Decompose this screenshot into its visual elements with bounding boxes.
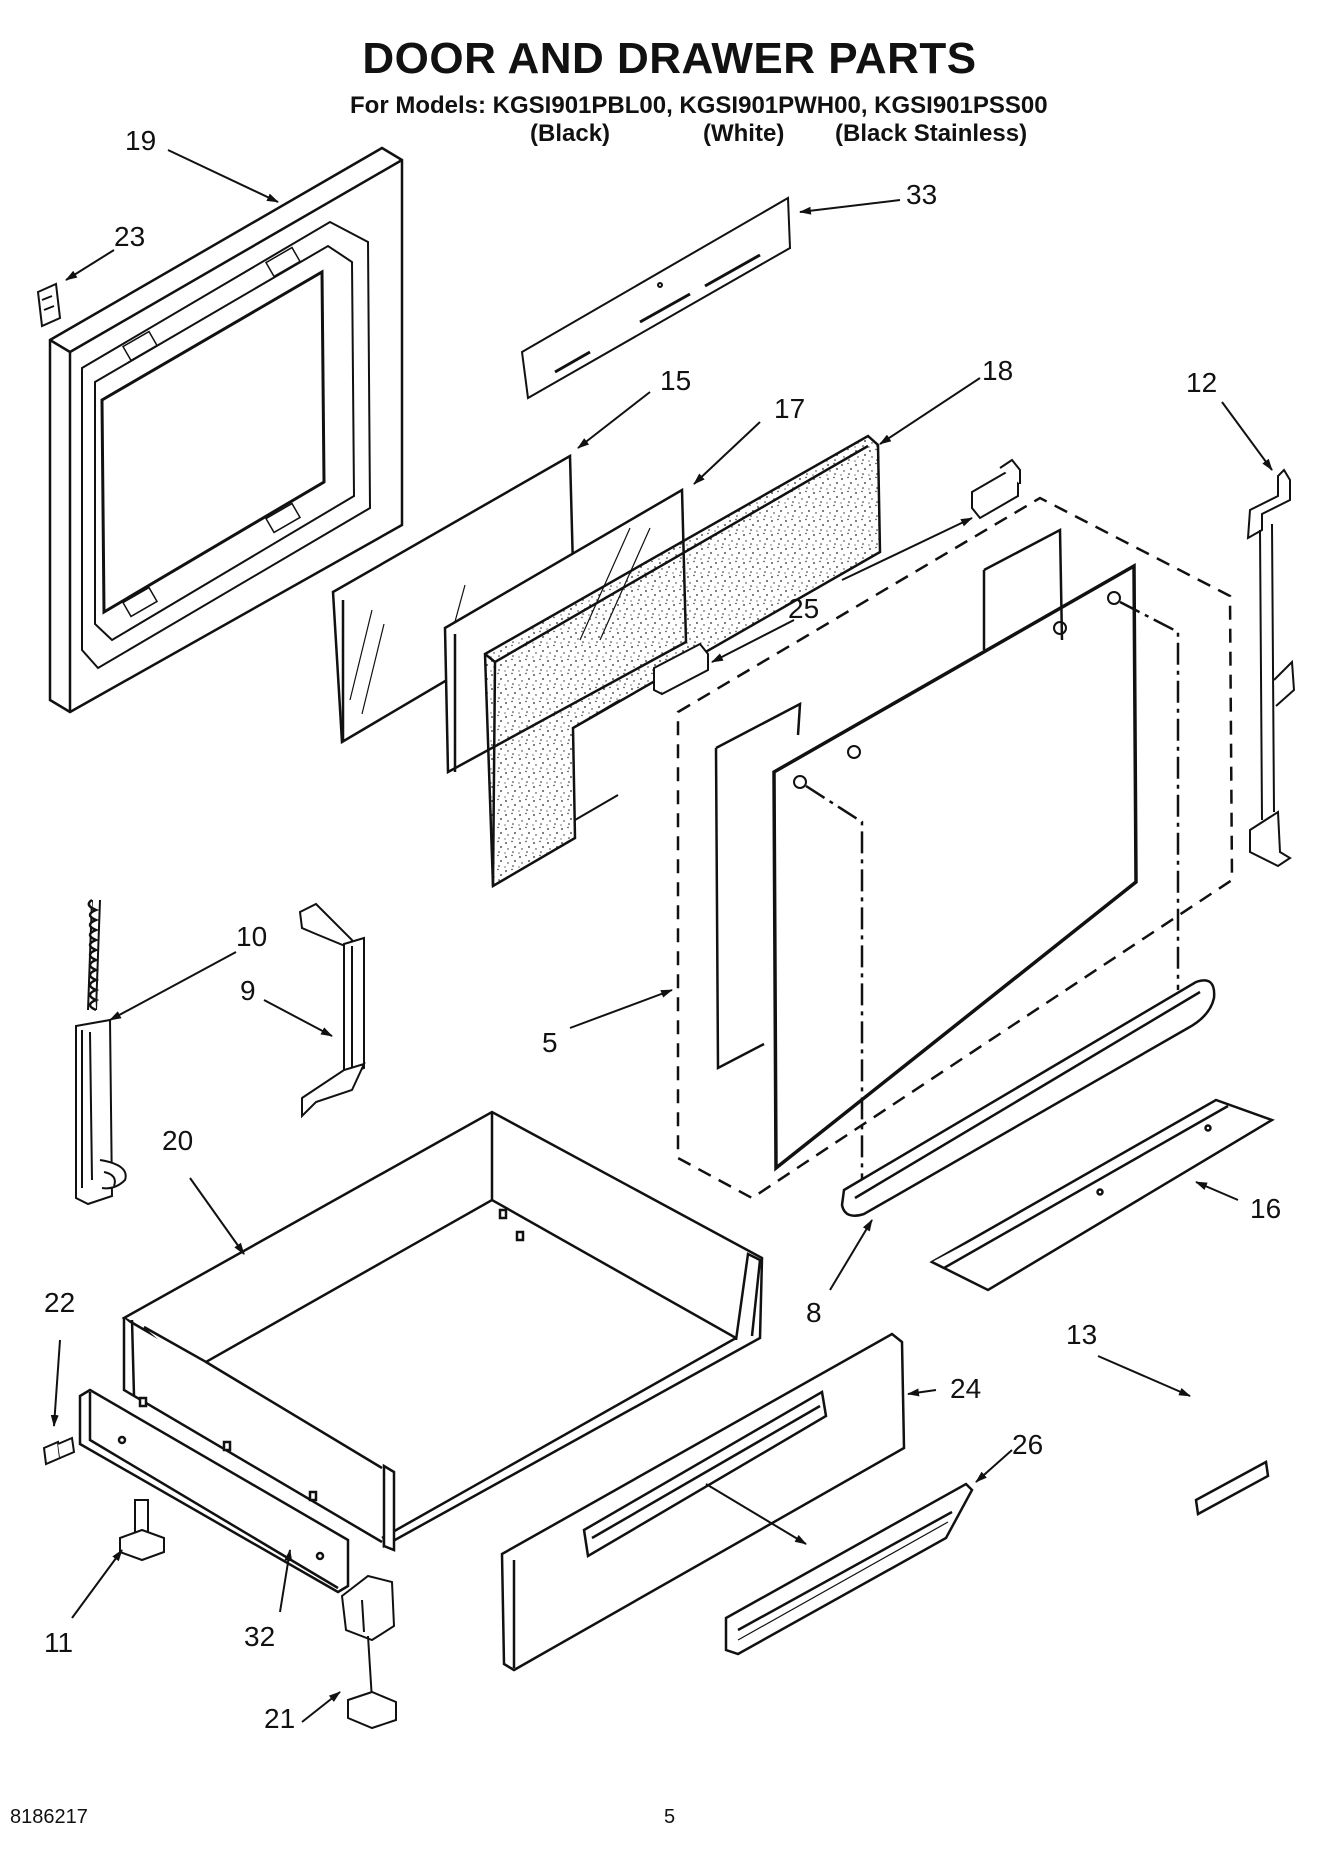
part-8-door-trim xyxy=(840,979,1216,1217)
callout-5: 5 xyxy=(542,1027,558,1058)
callout-9: 9 xyxy=(240,975,256,1006)
callout-32: 32 xyxy=(244,1621,275,1652)
door-inner-panel xyxy=(714,527,1180,1186)
callout-20: 20 xyxy=(162,1125,193,1156)
part-21-leveling-leg-bracket xyxy=(340,1574,397,1730)
part-33-vent-panel xyxy=(520,196,792,400)
part-13-strip xyxy=(1194,1460,1270,1516)
callout-15: 15 xyxy=(660,365,691,396)
callout-11: 11 xyxy=(44,1627,73,1658)
document-number: 8186217 xyxy=(10,1806,88,1828)
part-26-drawer-handle xyxy=(724,1482,974,1656)
part-10-hinge xyxy=(75,898,127,1206)
callout-13: 13 xyxy=(1066,1319,1097,1350)
part-19-door-frame xyxy=(48,146,404,714)
callout-8: 8 xyxy=(806,1297,822,1328)
part-22-screw xyxy=(42,1436,76,1466)
callout-12: 12 xyxy=(1186,367,1217,398)
callout-23: 23 xyxy=(114,221,145,252)
variant-white: (White) xyxy=(703,120,785,147)
leader-lines xyxy=(50,149,1273,1723)
callout-19: 19 xyxy=(125,125,156,156)
part-24-drawer-front xyxy=(500,1332,906,1672)
callout-17: 17 xyxy=(774,393,805,424)
callout-24: 24 xyxy=(950,1373,981,1404)
callout-16: 16 xyxy=(1250,1193,1281,1224)
model-list: For Models: KGSI901PBL00, KGSI901PWH00, … xyxy=(350,92,1048,119)
part-32-drawer-rail xyxy=(78,1388,350,1594)
callout-18: 18 xyxy=(982,355,1013,386)
page-title: DOOR AND DRAWER PARTS xyxy=(362,34,977,83)
callout-10: 10 xyxy=(236,921,267,952)
part-9-door-handle xyxy=(298,902,366,1119)
part-25-hinge-bracket-lower xyxy=(653,642,709,696)
callout-25: 25 xyxy=(788,593,819,624)
callout-labels: 19 23 33 15 17 18 12 25 10 9 5 20 22 8 1… xyxy=(44,125,1281,1734)
variant-black: (Black) xyxy=(530,120,611,147)
callout-21: 21 xyxy=(264,1703,295,1734)
part-16-panel xyxy=(929,1098,1275,1292)
callout-33: 33 xyxy=(906,179,937,210)
part-20-drawer-box xyxy=(121,1110,764,1552)
callout-26: 26 xyxy=(1012,1429,1043,1460)
part-11-leveling-leg xyxy=(119,1499,165,1562)
part-23-clip xyxy=(36,282,62,328)
page-number: 5 xyxy=(664,1806,676,1828)
callout-22: 22 xyxy=(44,1287,75,1318)
part-25-hinge-bracket-upper xyxy=(971,458,1021,520)
part-12-side-bracket xyxy=(1246,468,1296,868)
variant-black-stainless: (Black Stainless) xyxy=(835,120,1028,147)
part-5-door-liner xyxy=(676,496,1234,1200)
